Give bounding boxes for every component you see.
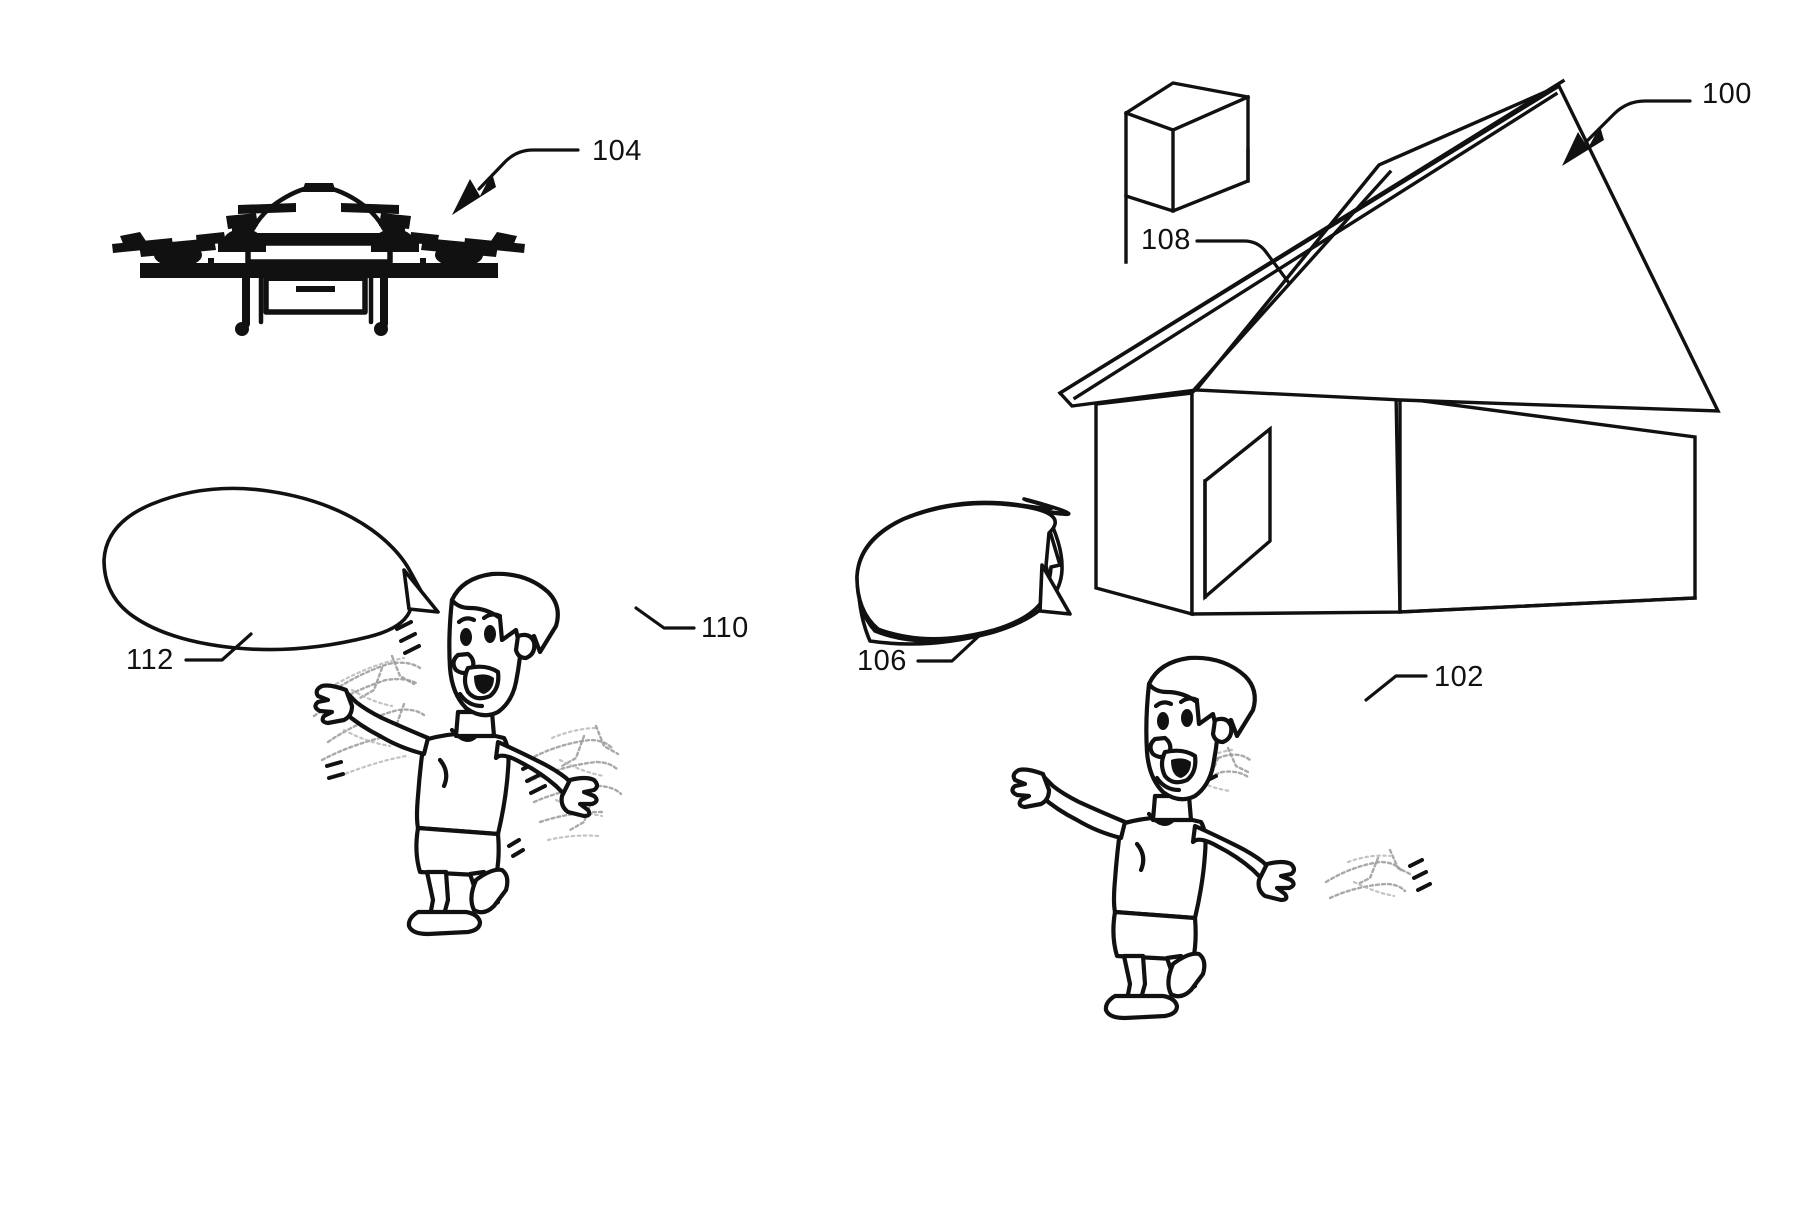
house-left-wall (1094, 391, 1194, 617)
person-102-shorts (1111, 909, 1198, 963)
callout-112-label: 112 (126, 644, 174, 676)
person-110-chin (457, 691, 485, 709)
house-base-right (1398, 596, 1697, 614)
drone-bar-notch-right (420, 258, 426, 268)
drone-payload-lid (266, 273, 365, 281)
drone-payload-latch (296, 286, 335, 292)
callout-104-leader (477, 148, 580, 191)
drone-arm-left-inner (218, 213, 266, 252)
house-right-wall (1398, 396, 1697, 614)
uav-drone-104 (112, 183, 525, 336)
callout-108-leader (1195, 239, 1291, 285)
drone-propeller-left-far (112, 238, 173, 253)
callout-100-label: 100 (1702, 78, 1752, 110)
person-102-shoe-front (1166, 951, 1207, 999)
drone-foot-right (374, 322, 388, 336)
callout-110-leader (634, 606, 696, 630)
person-102-eye-left (1157, 712, 1169, 730)
house-100 (1057, 78, 1721, 617)
person-110-shoe-back (406, 909, 483, 937)
person-110-shoe-front (469, 867, 510, 915)
callout-112: 112 (126, 632, 253, 676)
person-102-hand-left (1010, 767, 1052, 810)
person-110 (312, 571, 623, 937)
callout-106: 106 (857, 632, 983, 677)
person-102-speed-lines (1194, 750, 1432, 892)
person-102-eye-right (1181, 709, 1193, 727)
person-110-eyebrow-left (456, 616, 477, 625)
speech-bubble-106 (855, 497, 1072, 646)
person-102-chin (1154, 775, 1182, 793)
person-110-shirt-fold (437, 757, 449, 789)
person-110-eye-left (460, 628, 472, 646)
person-110-hair (449, 571, 560, 655)
person-110-shorts (414, 825, 501, 879)
chimney (1123, 81, 1251, 264)
callout-106-label: 106 (857, 645, 907, 677)
person-110-hand-left (313, 683, 355, 726)
drone-arm-right-outer (410, 232, 525, 267)
callout-104-label: 104 (592, 135, 642, 167)
person-110-speed-lines (325, 620, 547, 858)
drone-arm-left-outer (112, 232, 226, 267)
callout-100-leader (1584, 99, 1692, 144)
person-110-ear (513, 632, 537, 661)
person-102-eyebrow-left (1153, 700, 1174, 709)
person-110-motion-ghosts (312, 654, 623, 842)
person-110-hand-right (559, 775, 600, 819)
roof-eave-line (1072, 91, 1559, 401)
callout-110: 110 (634, 606, 749, 644)
person-102-shirt-fold (1134, 841, 1146, 873)
callout-106-leader (916, 632, 983, 663)
person-102-hand-right (1256, 859, 1297, 903)
drone-propeller-rear-left (238, 203, 296, 214)
person-102-hair (1146, 655, 1257, 739)
callout-100: 100 (1562, 78, 1752, 166)
callout-104-arrowhead (452, 173, 496, 215)
person-102 (1010, 655, 1432, 1021)
person-102-shoe-back (1103, 993, 1180, 1021)
callout-108: 108 (1141, 224, 1291, 285)
callout-102: 102 (1364, 661, 1484, 702)
callout-102-leader (1364, 674, 1428, 702)
person-102-ear (1210, 716, 1234, 745)
drone-arm-right-inner (371, 213, 419, 252)
speech-bubble-112 (102, 486, 440, 652)
person-110-mouth-inner (474, 674, 494, 694)
drone-propeller-rear-right (341, 203, 399, 214)
person-110-shirt (414, 731, 511, 837)
callout-110-label: 110 (701, 612, 749, 644)
drone-body (245, 240, 393, 265)
callout-100-arrowhead (1562, 126, 1604, 166)
person-110-eye-right (484, 625, 496, 643)
person-102-shirt (1111, 815, 1208, 921)
drone-canopy-top-nub (302, 183, 336, 192)
drone-bar-notch-left (208, 258, 214, 268)
drone-foot-left (235, 322, 249, 336)
speech-bubble-106-tail (1038, 563, 1072, 616)
drone-propeller-right-far (464, 238, 525, 253)
person-102-mouth-inner (1171, 758, 1191, 778)
callout-108-label: 108 (1141, 224, 1191, 256)
house-gable-ridge (1189, 169, 1393, 395)
roof-fascia-line (1057, 78, 1566, 396)
callout-104: 104 (452, 135, 642, 215)
speech-bubble-106-body (855, 501, 1057, 641)
drone-payload-handle (288, 262, 342, 278)
person-110-eyebrow-right (481, 612, 503, 621)
callout-102-label: 102 (1434, 661, 1484, 693)
speech-bubble-112-tail (402, 568, 440, 614)
speech-bubble-112-shape (102, 486, 434, 652)
person-102-eyebrow-right (1178, 696, 1200, 705)
callout-112-leader (184, 632, 253, 662)
